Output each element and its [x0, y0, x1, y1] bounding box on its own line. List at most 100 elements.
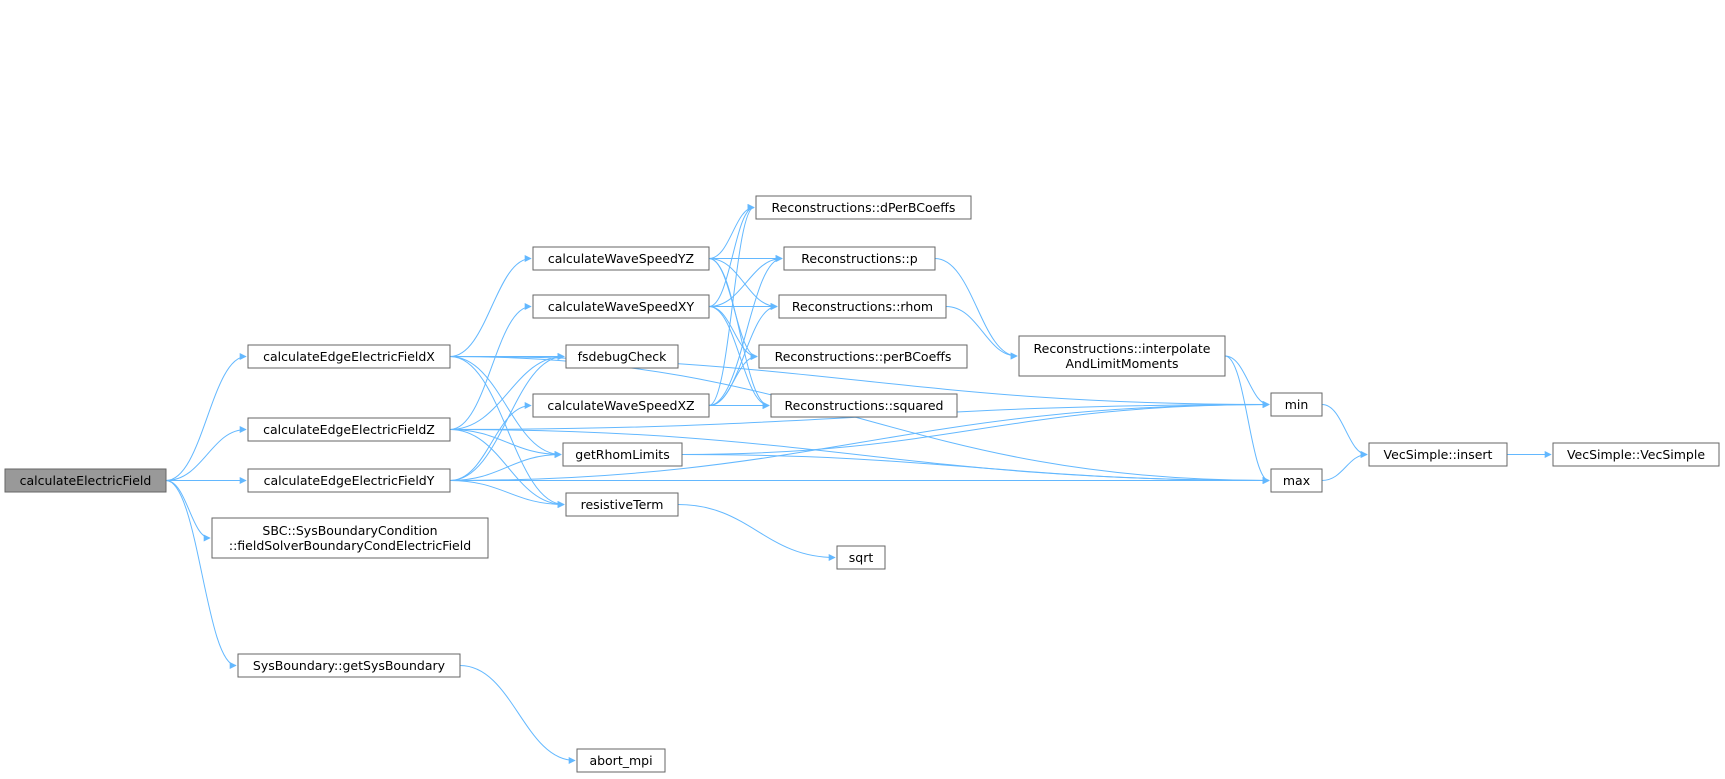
node-label: calculateEdgeElectricFieldX — [263, 349, 435, 364]
node-label: Reconstructions::perBCoeffs — [775, 349, 952, 364]
node-label: SysBoundary::getSysBoundary — [253, 658, 446, 673]
edge-interp-to-max — [1224, 355, 1270, 484]
edge-get-rhom-to-min — [681, 401, 1270, 455]
node-recon-p[interactable]: Reconstructions::p — [783, 246, 936, 271]
node-box — [778, 294, 947, 319]
edge-calc-edge-y-to-fsdebug — [449, 353, 565, 481]
node-label: fsdebugCheck — [578, 349, 668, 364]
edge-calc-edge-y-to-wave-xz — [449, 402, 532, 481]
node-get-rhom[interactable]: getRhomLimits — [562, 442, 683, 467]
node-calculate-electric-field[interactable]: calculateElectricField — [4, 468, 167, 493]
node-label: max — [1283, 473, 1310, 488]
edge-wave-yz-to-rhom — [708, 258, 778, 310]
node-wave-xz[interactable]: calculateWaveSpeedXZ — [532, 393, 710, 418]
node-rhom[interactable]: Reconstructions::rhom — [778, 294, 947, 319]
edge-calc-edge-x-to-get-rhom — [449, 356, 562, 458]
node-get-sys-boundary[interactable]: SysBoundary::getSysBoundary — [237, 653, 461, 678]
edge-calculate-electric-field-to-sbc-field — [165, 480, 211, 542]
edge-get-sys-boundary-to-abort-mpi — [459, 665, 576, 764]
edge-calc-edge-z-to-fsdebug — [449, 353, 565, 430]
node-box — [532, 246, 710, 271]
edge-recon-p-to-interp — [934, 258, 1018, 360]
node-label: SBC::SysBoundaryCondition — [262, 523, 437, 538]
node-label: Reconstructions::interpolate — [1034, 341, 1211, 356]
node-box — [532, 393, 710, 418]
edge-calculate-electric-field-to-calc-edge-z — [165, 426, 247, 481]
edge-wave-xy-to-recon-p — [708, 255, 783, 307]
node-d-per-b[interactable]: Reconstructions::dPerBCoeffs — [755, 195, 972, 220]
node-squared[interactable]: Reconstructions::squared — [770, 393, 958, 418]
edge-max-to-vec-insert — [1321, 451, 1368, 481]
node-box — [237, 653, 461, 678]
edge-calc-edge-z-to-wave-xy — [449, 303, 532, 430]
node-box — [783, 246, 936, 271]
edge-calc-edge-y-to-resistive — [449, 480, 565, 508]
node-interp[interactable]: Reconstructions::interpolateAndLimitMome… — [1018, 335, 1226, 377]
edge-wave-xz-to-per-b — [708, 353, 758, 406]
node-box — [1018, 335, 1226, 377]
node-label: Reconstructions::squared — [784, 398, 943, 413]
node-box — [532, 294, 710, 319]
node-box — [211, 517, 489, 559]
node-label: VecSimple::insert — [1384, 447, 1493, 462]
node-box — [1552, 442, 1720, 467]
edge-calc-edge-x-to-resistive — [449, 356, 565, 508]
node-box — [565, 344, 679, 369]
node-label: abort_mpi — [589, 753, 652, 768]
node-box — [247, 344, 451, 369]
edge-wave-xz-to-recon-p — [708, 255, 783, 406]
node-min[interactable]: min — [1270, 392, 1323, 417]
node-box — [4, 468, 167, 493]
node-wave-yz[interactable]: calculateWaveSpeedYZ — [532, 246, 710, 271]
node-label: min — [1285, 397, 1309, 412]
node-vec-simple[interactable]: VecSimple::VecSimple — [1552, 442, 1720, 467]
node-vec-insert[interactable]: VecSimple::insert — [1368, 442, 1508, 467]
node-box — [770, 393, 958, 418]
node-label: VecSimple::VecSimple — [1567, 447, 1705, 462]
node-box — [1270, 392, 1323, 417]
edge-calc-edge-y-to-min — [449, 401, 1270, 481]
node-sqrt[interactable]: sqrt — [836, 545, 886, 570]
node-label: resistiveTerm — [581, 497, 664, 512]
node-label: ::fieldSolverBoundaryCondElectricField — [229, 538, 471, 553]
node-label: Reconstructions::rhom — [792, 299, 933, 314]
edge-min-to-vec-insert — [1321, 404, 1368, 458]
node-max[interactable]: max — [1270, 468, 1323, 493]
node-box — [758, 344, 968, 369]
node-calc-edge-z[interactable]: calculateEdgeElectricFieldZ — [247, 417, 451, 442]
node-box — [1368, 442, 1508, 467]
node-wave-xy[interactable]: calculateWaveSpeedXY — [532, 294, 710, 319]
node-sbc-field[interactable]: SBC::SysBoundaryCondition::fieldSolverBo… — [211, 517, 489, 559]
node-resistive[interactable]: resistiveTerm — [565, 492, 679, 517]
node-box — [565, 492, 679, 517]
node-label: AndLimitMoments — [1065, 356, 1178, 371]
node-label: getRhomLimits — [575, 447, 669, 462]
node-calc-edge-y[interactable]: calculateEdgeElectricFieldY — [247, 468, 451, 493]
node-label: calculateEdgeElectricFieldY — [264, 473, 435, 488]
node-fsdebug[interactable]: fsdebugCheck — [565, 344, 679, 369]
edge-calculate-electric-field-to-calc-edge-x — [165, 353, 247, 481]
node-box — [562, 442, 683, 467]
node-box — [247, 417, 451, 442]
node-label: calculateWaveSpeedXZ — [547, 398, 694, 413]
node-per-b[interactable]: Reconstructions::perBCoeffs — [758, 344, 968, 369]
edge-wave-xy-to-d-per-b — [708, 204, 755, 307]
edge-interp-to-min — [1224, 355, 1270, 408]
edge-wave-yz-to-d-per-b — [708, 204, 755, 259]
node-abort-mpi[interactable]: abort_mpi — [576, 748, 666, 773]
node-label: Reconstructions::dPerBCoeffs — [772, 200, 956, 215]
node-box — [836, 545, 886, 570]
node-box — [247, 468, 451, 493]
node-box — [1270, 468, 1323, 493]
node-calc-edge-x[interactable]: calculateEdgeElectricFieldX — [247, 344, 451, 369]
node-label: sqrt — [849, 550, 874, 565]
node-label: calculateEdgeElectricFieldZ — [263, 422, 435, 437]
node-label: calculateElectricField — [20, 473, 152, 488]
node-label: Reconstructions::p — [801, 251, 917, 266]
edge-rhom-to-interp — [945, 306, 1018, 360]
edge-wave-xy-to-per-b — [708, 306, 758, 360]
edge-wave-yz-to-squared — [708, 258, 770, 409]
edge-wave-xz-to-d-per-b — [708, 204, 755, 406]
edge-calc-edge-x-to-wave-yz — [449, 255, 532, 357]
